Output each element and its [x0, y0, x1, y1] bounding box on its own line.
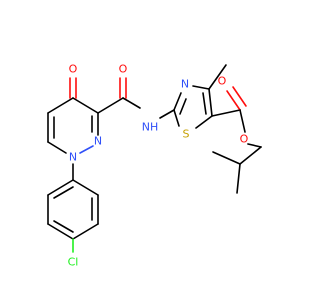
bond-ch-me2 — [212, 151, 241, 165]
bond-c3-camide — [97, 97, 124, 114]
bond-ar1-ar2 — [72, 179, 99, 196]
bonds — [47, 64, 262, 253]
bond-c5-s — [195, 115, 213, 129]
bond-c2-n3-double — [179, 98, 187, 115]
bond-c5-c4 — [47, 97, 74, 114]
atom-n-ring2: N — [94, 135, 102, 148]
bond-c2-n3 — [173, 92, 182, 111]
molecule-canvas: O O NH N S O O N N Cl — [47, 62, 262, 269]
bond-n1-c6 — [47, 141, 67, 154]
atom-o-ketone: O — [69, 63, 78, 76]
atom-o-amide: O — [119, 63, 128, 76]
bond-n2-n1 — [79, 145, 94, 154]
bond-c4-methyl — [208, 64, 227, 90]
bond-cester-o-single — [239, 109, 246, 133]
bond-cester-o-dbl-2 — [232, 86, 247, 107]
bond-ar4-ar5 — [47, 223, 74, 240]
atom-cl: Cl — [68, 256, 79, 269]
bond-c4-c5-double — [202, 92, 207, 115]
atom-o-ester: O — [240, 133, 249, 146]
bond-o-ch2 — [247, 143, 262, 148]
bond-ch2-ch — [239, 146, 262, 165]
atom-n-ring1: N — [69, 151, 77, 164]
bond-n3-c4 — [192, 85, 210, 90]
bond-ar6-ar1 — [47, 179, 74, 196]
bond-c4-c3 — [72, 97, 99, 114]
bond-c5-cester — [211, 109, 241, 117]
bond-ar4-ar5-double — [53, 220, 74, 233]
atom-n-thiazole: N — [181, 78, 189, 91]
bond-ar6-ar1-double — [53, 186, 74, 199]
bond-cester-o-dbl — [226, 90, 241, 111]
bond-c4-c5 — [208, 88, 213, 117]
atom-labels: O O NH N S O O N N Cl — [68, 63, 249, 269]
atom-nh-amide: NH — [142, 121, 159, 134]
bond-ar3-ar4 — [72, 223, 99, 240]
bond-camide-nh — [122, 97, 141, 109]
atom-o-ester-carbonyl: O — [218, 75, 227, 88]
bond-nh-c2 — [159, 109, 175, 119]
molecule-structure: O O NH N S O O N N Cl — [47, 63, 262, 269]
atom-s-thiazole: S — [183, 128, 190, 141]
bond-ch-me1 — [236, 163, 241, 194]
bond-s-c2 — [173, 109, 180, 127]
